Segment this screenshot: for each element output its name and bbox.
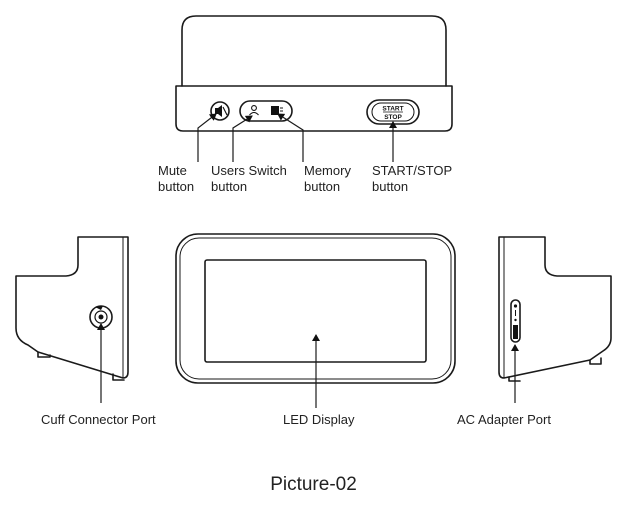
led-display-label: LED Display <box>283 412 355 427</box>
mute-button-label: Mute button <box>158 163 194 195</box>
mute-leader <box>197 113 217 162</box>
ac-adapter-port-label: AC Adapter Port <box>457 412 551 427</box>
cuff-connector-port-label: Cuff Connector Port <box>41 412 156 427</box>
memory-label-line1: Memory <box>304 163 351 178</box>
display-view <box>175 233 456 408</box>
mute-button-icon <box>210 101 230 121</box>
memory-button-label: Memory button <box>304 163 351 195</box>
mute-label-line2: button <box>158 179 195 194</box>
users-switch-button-label: Users Switch button <box>211 163 287 195</box>
right-side-view <box>498 236 612 403</box>
start-stop-label-line2: button <box>372 179 409 194</box>
stop-text: STOP <box>384 114 402 121</box>
left-side-foot-front <box>37 351 51 358</box>
start-stop-button-icon: START STOP <box>366 99 420 125</box>
start-stop-button-label: START/STOP button <box>372 163 452 195</box>
start-stop-label-line1: START/STOP <box>372 163 453 178</box>
users-label-line1: Users Switch <box>211 163 287 178</box>
left-side-view <box>15 236 129 403</box>
right-side-body <box>498 236 612 379</box>
right-side-foot-front <box>589 357 602 365</box>
memory-label-line2: button <box>304 179 341 194</box>
front-view: START STOP <box>175 15 453 162</box>
front-view-base <box>175 85 453 132</box>
memory-leader <box>277 113 304 162</box>
right-side-foot-back <box>508 376 521 382</box>
users-leader <box>232 115 253 162</box>
ac-adapter-port-icon <box>510 299 521 343</box>
left-side-foot-back <box>112 373 125 381</box>
users-icon <box>249 105 259 116</box>
mute-label-line1: Mute <box>158 163 187 178</box>
users-memory-button-group <box>239 100 293 122</box>
front-view-housing-top <box>181 15 447 87</box>
users-label-line2: button <box>211 179 248 194</box>
figure-caption: Picture-02 <box>270 474 357 495</box>
start-text: START <box>382 106 403 113</box>
memory-icon <box>271 106 283 115</box>
left-side-body <box>15 236 129 379</box>
